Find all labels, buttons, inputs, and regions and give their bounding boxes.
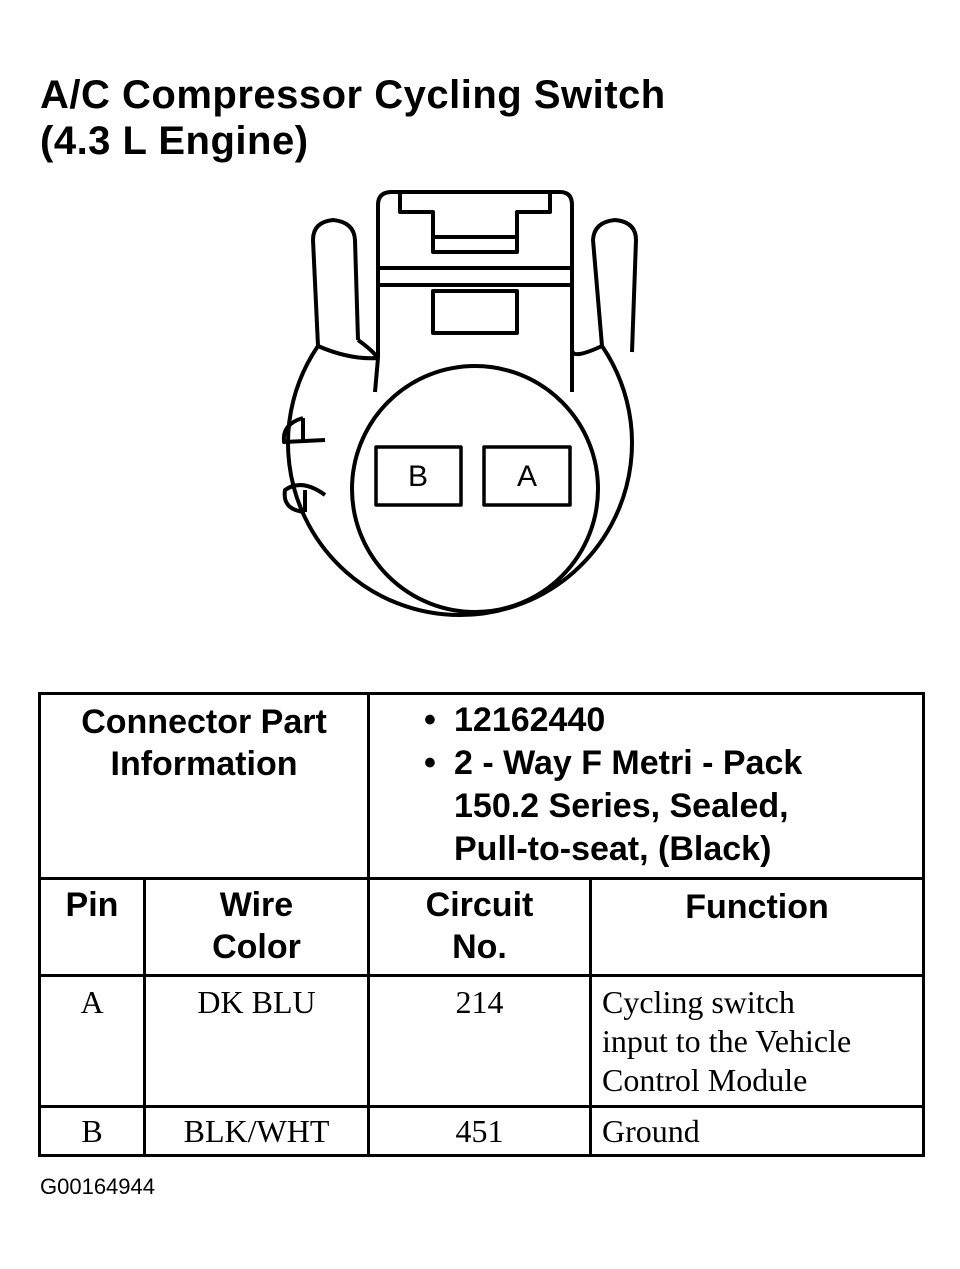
row-a-function-line-1: Cycling switch	[602, 984, 795, 1020]
row-b-pin: B	[81, 1113, 103, 1149]
header-circuit-cell: Circuit No.	[367, 877, 592, 977]
part-info-label-cell: Connector Part Information	[38, 692, 370, 880]
diagram-title: A/C Compressor Cycling Switch (4.3 L Eng…	[40, 72, 666, 164]
lock-block-outline	[376, 190, 574, 358]
inner-face	[350, 364, 600, 614]
row-a-wire-color: DK BLU	[197, 984, 316, 1020]
right-latch-arm	[591, 218, 638, 353]
row-a-circuit-cell: 214	[367, 974, 592, 1108]
part-info-row: Connector Part Information • 12162440 • …	[38, 692, 926, 880]
part-number-item: • 12162440	[370, 699, 922, 742]
left-inner-shoulder	[356, 338, 380, 360]
header-wire-color-cell: Wire Color	[143, 877, 370, 977]
part-description-line-2: 150.2 Series, Sealed,	[454, 787, 789, 825]
bullet-symbol: •	[424, 701, 436, 739]
part-description-line-1: 2 - Way F Metri - Pack	[454, 744, 803, 782]
inner-face-notch-left	[373, 357, 380, 393]
part-info-label-line-1: Connector Part	[81, 703, 327, 741]
header-function-cell: Function	[588, 877, 926, 977]
row-b-circuit-cell: 451	[367, 1105, 592, 1157]
left-shoulder	[317, 344, 379, 361]
part-info-value-cell: • 12162440 • 2 - Way F Metri - Pack 150.…	[366, 692, 926, 880]
title-line-2: (4.3 L Engine)	[40, 119, 309, 163]
figure-id: G00164944	[40, 1174, 155, 1199]
left-key-upper	[281, 416, 326, 444]
outer-shell	[286, 344, 634, 617]
row-a-pin-cell: A	[38, 974, 146, 1108]
row-a-function-line-3: Control Module	[602, 1062, 808, 1098]
header-pin: Pin	[65, 886, 119, 924]
part-description-item: • 2 - Way F Metri - Pack 150.2 Series, S…	[370, 742, 922, 871]
row-b-circuit: 451	[455, 1113, 504, 1149]
header-function: Function	[685, 888, 829, 926]
header-circuit-line-1: Circuit	[425, 886, 534, 924]
right-shoulder	[570, 344, 603, 357]
row-b-wire-color: BLK/WHT	[183, 1113, 330, 1149]
row-a-wire-cell: DK BLU	[143, 974, 370, 1108]
table-row: B BLK/WHT 451 Ground	[38, 1105, 926, 1157]
lock-window	[431, 289, 519, 335]
row-a-pin: A	[80, 984, 104, 1020]
table-row: A DK BLU 214 Cycling switch input to the…	[38, 974, 926, 1108]
connector-face-drawing: B A	[281, 190, 638, 617]
part-info-label-line-2: Information	[110, 745, 298, 783]
part-description-line-3: Pull-to-seat, (Black)	[454, 830, 772, 868]
pin-cavity-a	[482, 445, 572, 507]
pin-label-a: A	[517, 460, 537, 493]
header-pin-cell: Pin	[38, 877, 146, 977]
header-wire-line-1: Wire	[219, 886, 294, 924]
lock-block-tab	[398, 193, 552, 254]
header-circuit-line-2: No.	[452, 928, 507, 966]
row-b-wire-cell: BLK/WHT	[143, 1105, 370, 1157]
title-line-1: A/C Compressor Cycling Switch	[40, 73, 666, 117]
row-a-function-cell: Cycling switch input to the Vehicle Cont…	[588, 974, 926, 1108]
row-b-function-cell: Ground	[588, 1105, 926, 1157]
pin-cavity-b	[374, 445, 463, 507]
column-header-row: Pin Wire Color Circuit No. Function	[38, 877, 926, 977]
left-key-lower	[282, 483, 327, 514]
pin-label-b: B	[408, 460, 428, 493]
connector-info-table: Connector Part Information • 12162440 • …	[38, 692, 926, 1157]
row-a-function-line-2: input to the Vehicle	[602, 1023, 852, 1059]
part-number: 12162440	[454, 701, 606, 739]
left-latch-arm	[311, 218, 360, 347]
row-a-circuit: 214	[455, 984, 504, 1020]
bullet-symbol: •	[424, 744, 436, 782]
row-b-pin-cell: B	[38, 1105, 146, 1157]
header-wire-line-2: Color	[212, 928, 301, 966]
row-b-function-line-1: Ground	[602, 1113, 700, 1149]
